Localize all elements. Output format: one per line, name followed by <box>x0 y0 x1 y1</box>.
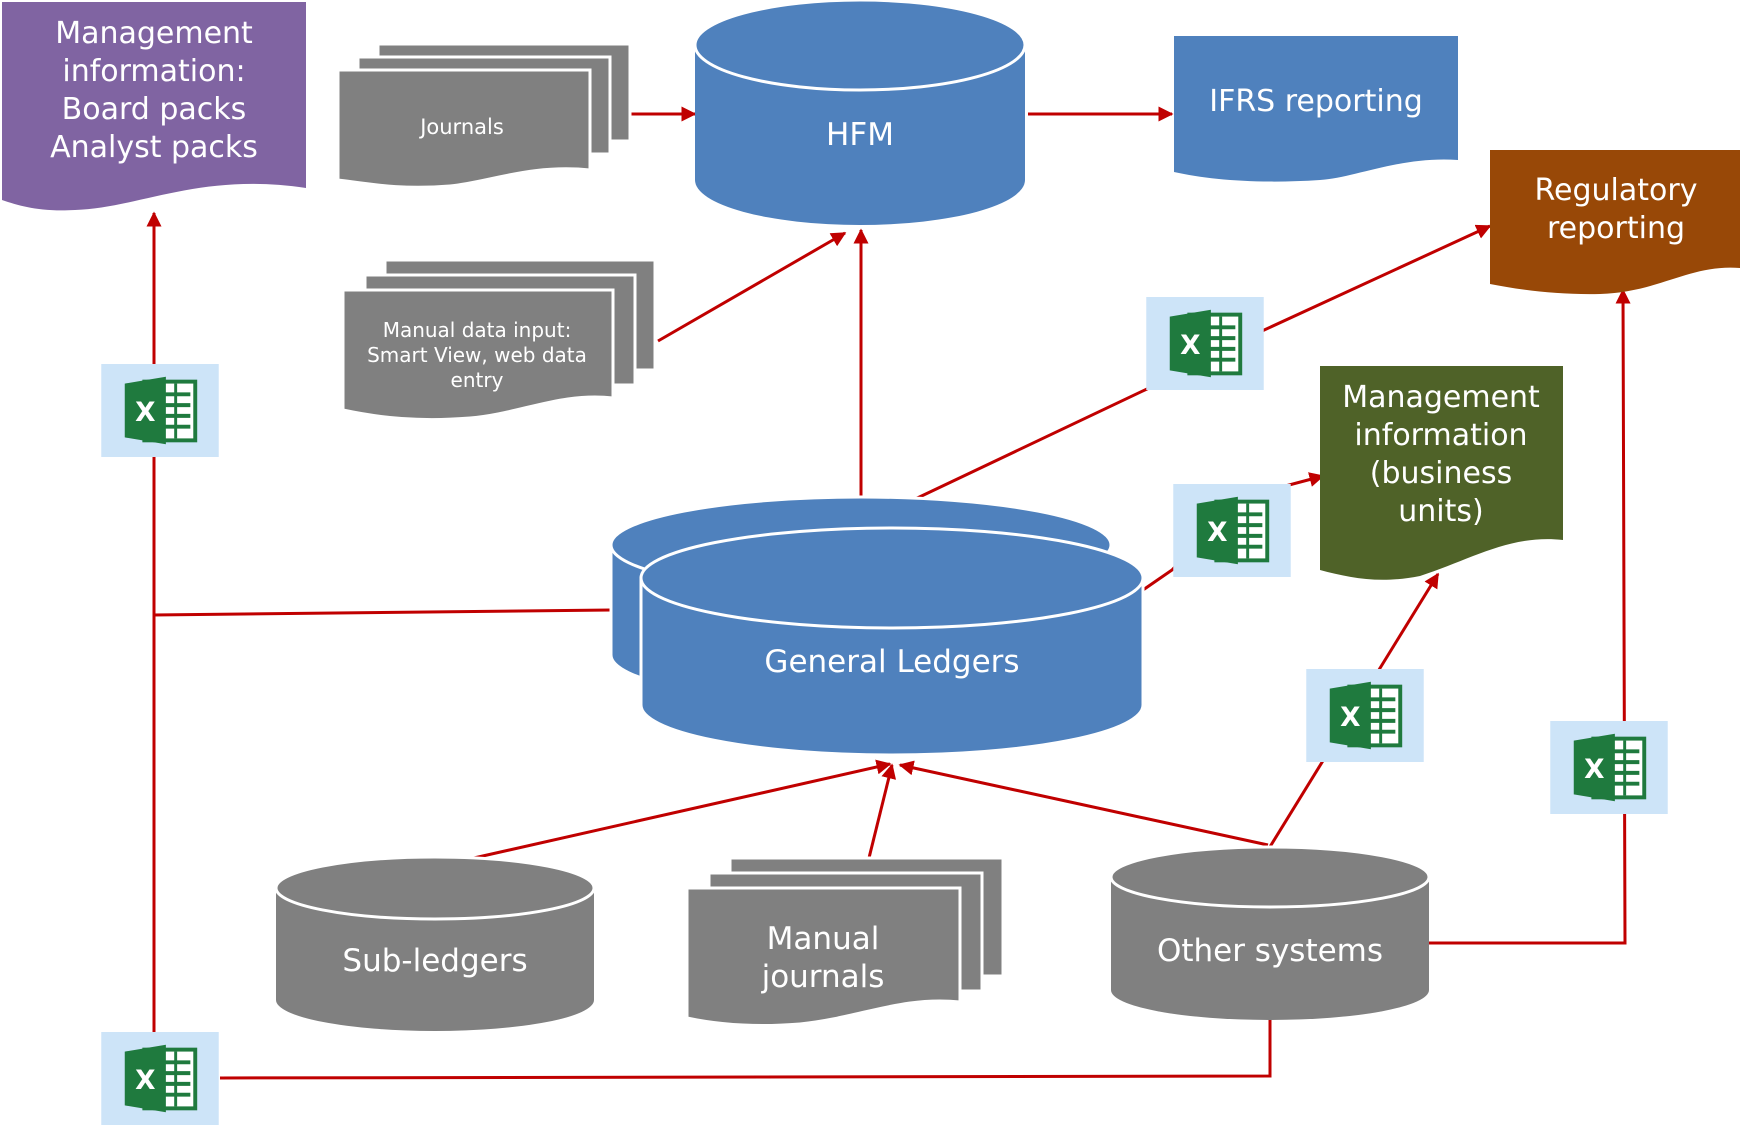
line-gl-to-mgmt-board <box>152 608 612 617</box>
mgmt-board-line-2: information: <box>62 54 245 89</box>
mgmt-board-line-4: Analyst packs <box>50 130 258 165</box>
regulatory-line-1: Regulatory <box>1535 173 1698 208</box>
arrow-manual-input-to-hfm <box>657 231 847 343</box>
manual-input-line-1: Manual data input: <box>383 318 572 342</box>
line-other-to-bottom-left <box>219 1016 1272 1080</box>
manual-data-input-multidocument: Manual data input: Smart View, web data … <box>341 258 657 422</box>
sub-ledgers-database: Sub-ledgers <box>274 855 596 1031</box>
excel-icon <box>1549 721 1669 814</box>
manual-journals-line-1: Manual <box>767 921 880 957</box>
manual-input-line-2: Smart View, web data <box>367 343 587 367</box>
manual-journals-multidocument: Manual journals <box>685 856 1005 1028</box>
excel-icon <box>100 1032 220 1125</box>
arrow-other-to-gl <box>898 760 1269 847</box>
mgmt-bu-line-2: information <box>1354 418 1527 453</box>
ifrs-label: IFRS reporting <box>1209 84 1423 119</box>
hfm-label: HFM <box>826 117 894 153</box>
manual-input-line-3: entry <box>451 368 504 392</box>
mgmt-bu-line-1: Management <box>1342 380 1540 415</box>
mgmt-bu-line-4: units) <box>1398 494 1483 529</box>
regulatory-line-2: reporting <box>1547 211 1685 246</box>
mgmt-board-line-3: Board packs <box>62 92 247 127</box>
excel-icon <box>1305 669 1425 762</box>
excel-icon <box>100 364 220 457</box>
excel-icon <box>1172 484 1292 577</box>
sub-ledgers-label: Sub-ledgers <box>342 943 527 979</box>
manual-journals-line-2: journals <box>761 959 885 995</box>
journals-multidocument: Journals <box>336 42 632 189</box>
other-systems-database: Other systems <box>1109 845 1431 1020</box>
ifrs-reporting-document: IFRS reporting <box>1174 36 1458 182</box>
other-systems-label: Other systems <box>1157 933 1383 969</box>
mgmt-board-packs-document: Management information: Board packs Anal… <box>2 2 306 211</box>
journals-label: Journals <box>418 115 504 139</box>
general-ledgers-database: General Ledgers <box>609 495 1145 757</box>
mgmt-board-line-1: Management <box>55 16 253 51</box>
mgmt-bu-line-3: (business <box>1370 456 1512 491</box>
arrow-manual-journals-to-gl <box>865 763 897 867</box>
hfm-database: HFM <box>693 0 1027 225</box>
arrow-other-to-regulatory <box>1426 288 1631 945</box>
general-ledgers-label: General Ledgers <box>764 644 1019 680</box>
excel-icon <box>1145 297 1265 390</box>
arrow-subledgers-to-gl <box>433 759 892 869</box>
mgmt-business-units-document: Management information (business units) <box>1320 366 1563 580</box>
regulatory-reporting-document: Regulatory reporting <box>1490 150 1740 295</box>
